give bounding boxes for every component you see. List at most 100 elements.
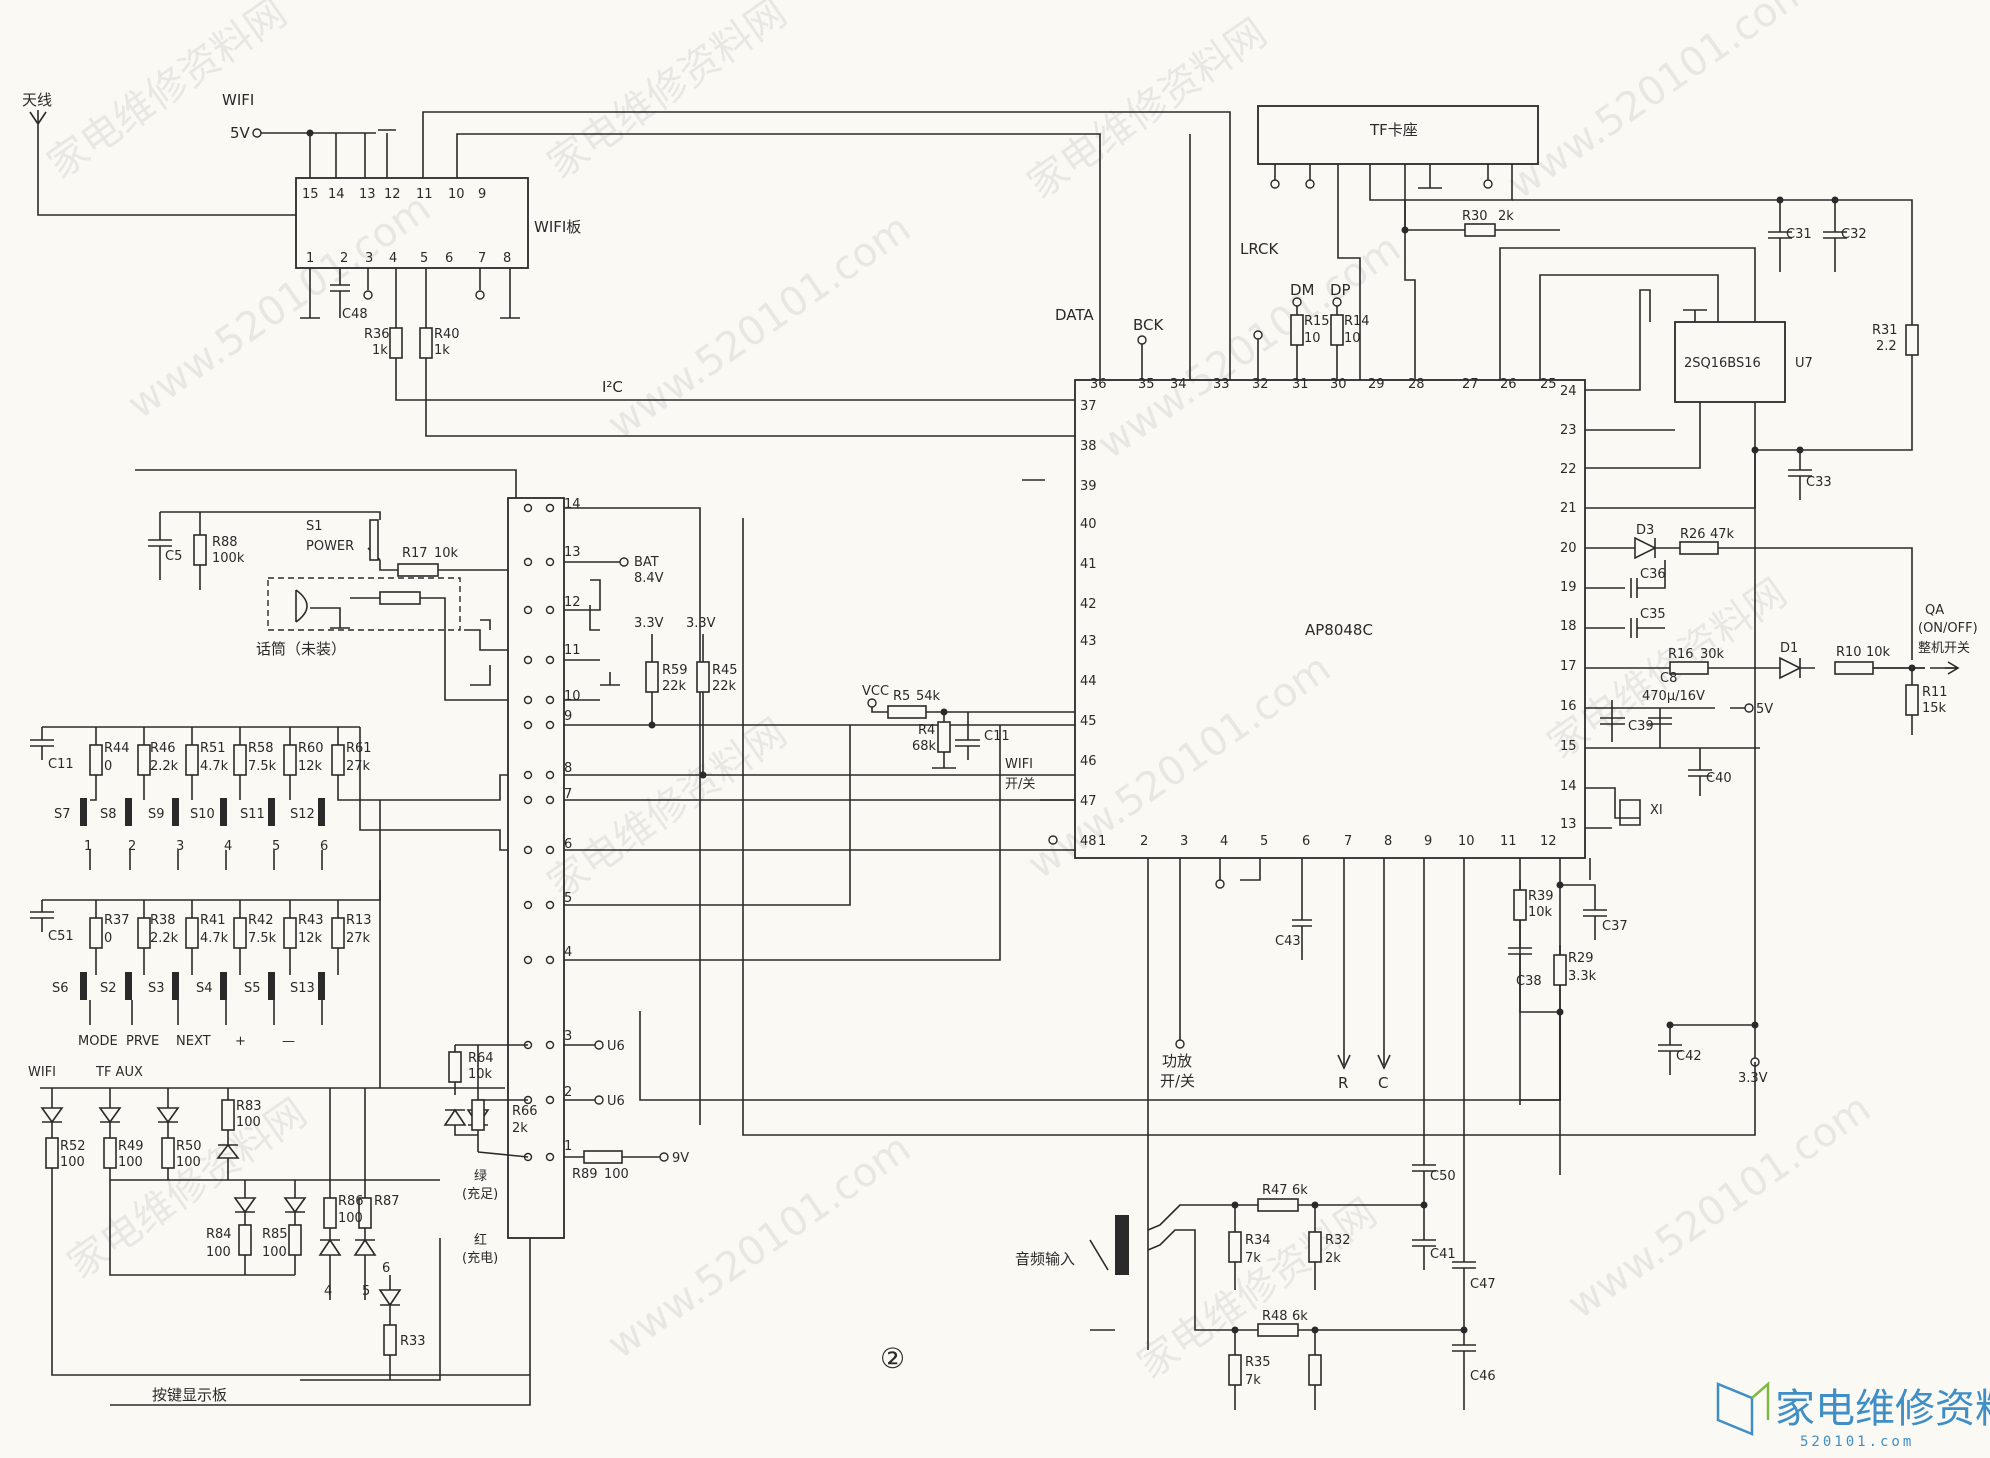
- watermark-text: 家电维修资料网: [1019, 10, 1275, 208]
- r44-val: 0: [104, 759, 112, 774]
- pin-label: 47: [1080, 794, 1097, 809]
- pin-label: 40: [1080, 517, 1097, 532]
- plus-label: +: [235, 1034, 246, 1049]
- r33-resistor: [1257, 1198, 1299, 1212]
- pin-label: 13: [359, 187, 376, 202]
- pin-label: 5: [420, 251, 428, 266]
- pin-label: 14: [1560, 779, 1577, 794]
- bck-label: BCK: [1133, 316, 1165, 334]
- r31-ref: R31: [1872, 323, 1898, 338]
- c43-label: C43: [1275, 934, 1301, 949]
- c33-label: C33: [1806, 475, 1832, 490]
- s5-label: S5: [244, 981, 261, 996]
- r48-val: 7k: [1245, 1373, 1261, 1388]
- key-board-connector: [507, 497, 565, 1239]
- r26-ref: R26: [1680, 527, 1706, 542]
- pin-label: 15: [1560, 739, 1577, 754]
- v33c-label: 3.3V: [1738, 1071, 1768, 1086]
- pin-label: 7: [1344, 834, 1352, 849]
- pin-label: 12: [564, 595, 581, 610]
- r40-resistor: [419, 327, 433, 359]
- c42-cap: [639, 1011, 1755, 1101]
- xi-label: XI: [1650, 803, 1663, 818]
- main-pins-right: 24 23 22 21 20 19 18 17 16 15 14 13: [1560, 384, 1577, 832]
- r84-val: 100: [262, 1245, 287, 1260]
- r42-val: 7.5k: [248, 931, 277, 946]
- pin-label: 42: [1080, 597, 1097, 612]
- c40-label: C40: [1706, 771, 1732, 786]
- pin-label: 19: [1560, 580, 1577, 595]
- s12-key-switch: [318, 798, 325, 826]
- crystal-xi: [1585, 787, 1641, 826]
- wifi-top-label: WIFI: [222, 91, 254, 109]
- pin-label: 2: [1140, 834, 1148, 849]
- r84-resistor: [288, 1224, 302, 1256]
- r86-resistor: [358, 1197, 372, 1229]
- c-out-label: C: [1378, 1074, 1388, 1092]
- r16-val: 30k: [1700, 647, 1725, 662]
- audio-input-label: 音频输入: [1015, 1250, 1075, 1268]
- pin-label: 10: [448, 187, 465, 202]
- antenna-symbol: [29, 110, 296, 216]
- pin-label: 33: [1213, 377, 1230, 392]
- mic-symbol: [295, 589, 508, 701]
- pin-label: 6: [564, 837, 572, 852]
- pin-label: 3: [564, 1029, 572, 1044]
- u7-ref-label: U7: [1795, 356, 1813, 371]
- c39-label: C39: [1628, 719, 1654, 734]
- v5b-label: 5V: [1756, 702, 1773, 717]
- r51-val: 4.7k: [200, 759, 229, 774]
- book-icon: [1716, 1382, 1754, 1436]
- c35-label: C35: [1640, 607, 1666, 622]
- r14-ref: R14: [1344, 314, 1370, 329]
- s8-label: S8: [100, 807, 117, 822]
- r87-ref: R33: [400, 1334, 426, 1349]
- pin-label: 6: [1302, 834, 1310, 849]
- r30-wire: [1404, 200, 1560, 231]
- r89-resistor: [583, 1150, 623, 1164]
- wifi-board-box: [295, 177, 529, 269]
- r64-val: 10k: [468, 1067, 493, 1082]
- r53-resistor: [45, 1137, 59, 1169]
- audio-jack-wires: [1089, 1204, 1235, 1331]
- pin-label: 16: [1560, 699, 1577, 714]
- r32-resistor: [1257, 1323, 1299, 1337]
- r44-resistor: [89, 744, 103, 776]
- c48-label: C48: [342, 307, 368, 322]
- wifi-data-wires: [422, 111, 1231, 380]
- r60-ref: R60: [298, 741, 324, 756]
- r41-val: 4.7k: [200, 931, 229, 946]
- c46-label: C46: [1470, 1369, 1496, 1384]
- r30-ref: R30: [1462, 209, 1488, 224]
- pin-label: 8: [1384, 834, 1392, 849]
- pin-label: 9: [478, 187, 486, 202]
- c33-cap: [1788, 450, 1812, 500]
- s7-label: S7: [54, 807, 71, 822]
- lrck-label: LRCK: [1240, 240, 1280, 258]
- vcc-label: VCC: [862, 684, 889, 699]
- d3-diode: [1634, 536, 1657, 560]
- r60-resistor: [283, 744, 297, 776]
- connector-dots: [523, 503, 555, 1162]
- r36-resistor: [389, 327, 403, 359]
- pin-label: 1: [306, 251, 314, 266]
- ap8048c-chip: [1074, 379, 1586, 859]
- led-num-4: 4: [324, 1284, 332, 1299]
- mode-label: MODE: [78, 1034, 118, 1049]
- pin-label: 45: [1080, 714, 1097, 729]
- pin-label: 17: [1560, 659, 1577, 674]
- watermark-text: www.520101.com: [599, 205, 919, 448]
- watermark-text: 家电维修资料网: [539, 0, 795, 188]
- c41-label: C41: [1430, 1247, 1456, 1262]
- s11-label: S11: [240, 807, 265, 822]
- d1-diode: [1779, 656, 1802, 680]
- pin-label: 20: [1560, 541, 1577, 556]
- red-label: 红: [474, 1232, 487, 1248]
- r34-resistor: [1308, 1231, 1322, 1263]
- r59-val: 22k: [662, 679, 687, 694]
- c32-label: C32: [1841, 227, 1867, 242]
- dm-label: DM: [1290, 281, 1315, 299]
- r41-resistor: [185, 917, 199, 949]
- pin-label: 12: [1540, 834, 1557, 849]
